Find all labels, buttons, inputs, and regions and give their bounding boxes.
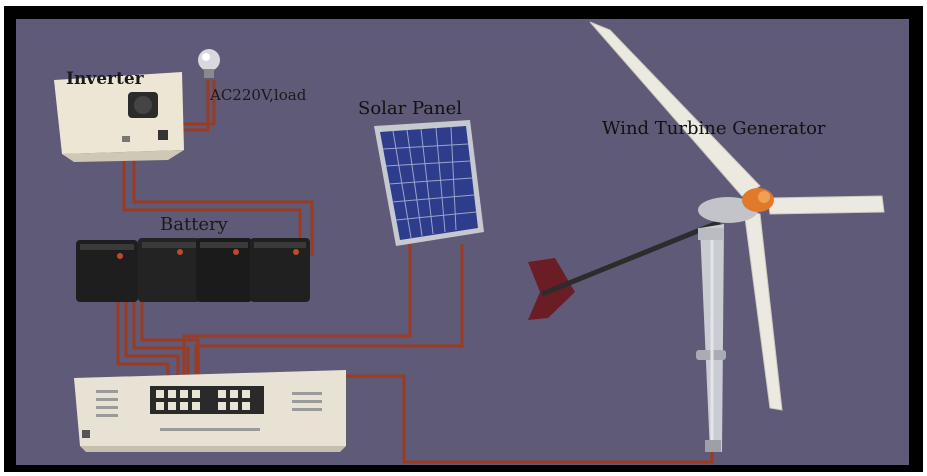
tail-vane-icon (528, 219, 721, 320)
light-bulb-icon (198, 49, 220, 78)
charge-controller (74, 370, 346, 452)
battery-bank (76, 238, 310, 302)
ac-load-label: AC220V,load (210, 86, 307, 104)
battery-label: Battery (160, 214, 228, 235)
inverter-device (54, 72, 184, 162)
inverter-label: Inverter (66, 69, 144, 89)
turbine-tower (696, 224, 726, 452)
solar-panel (374, 120, 484, 246)
wind-turbine-label: Wind Turbine Generator (602, 118, 826, 139)
turbine-nacelle (698, 188, 774, 223)
solar-panel-label: Solar Panel (358, 98, 463, 119)
